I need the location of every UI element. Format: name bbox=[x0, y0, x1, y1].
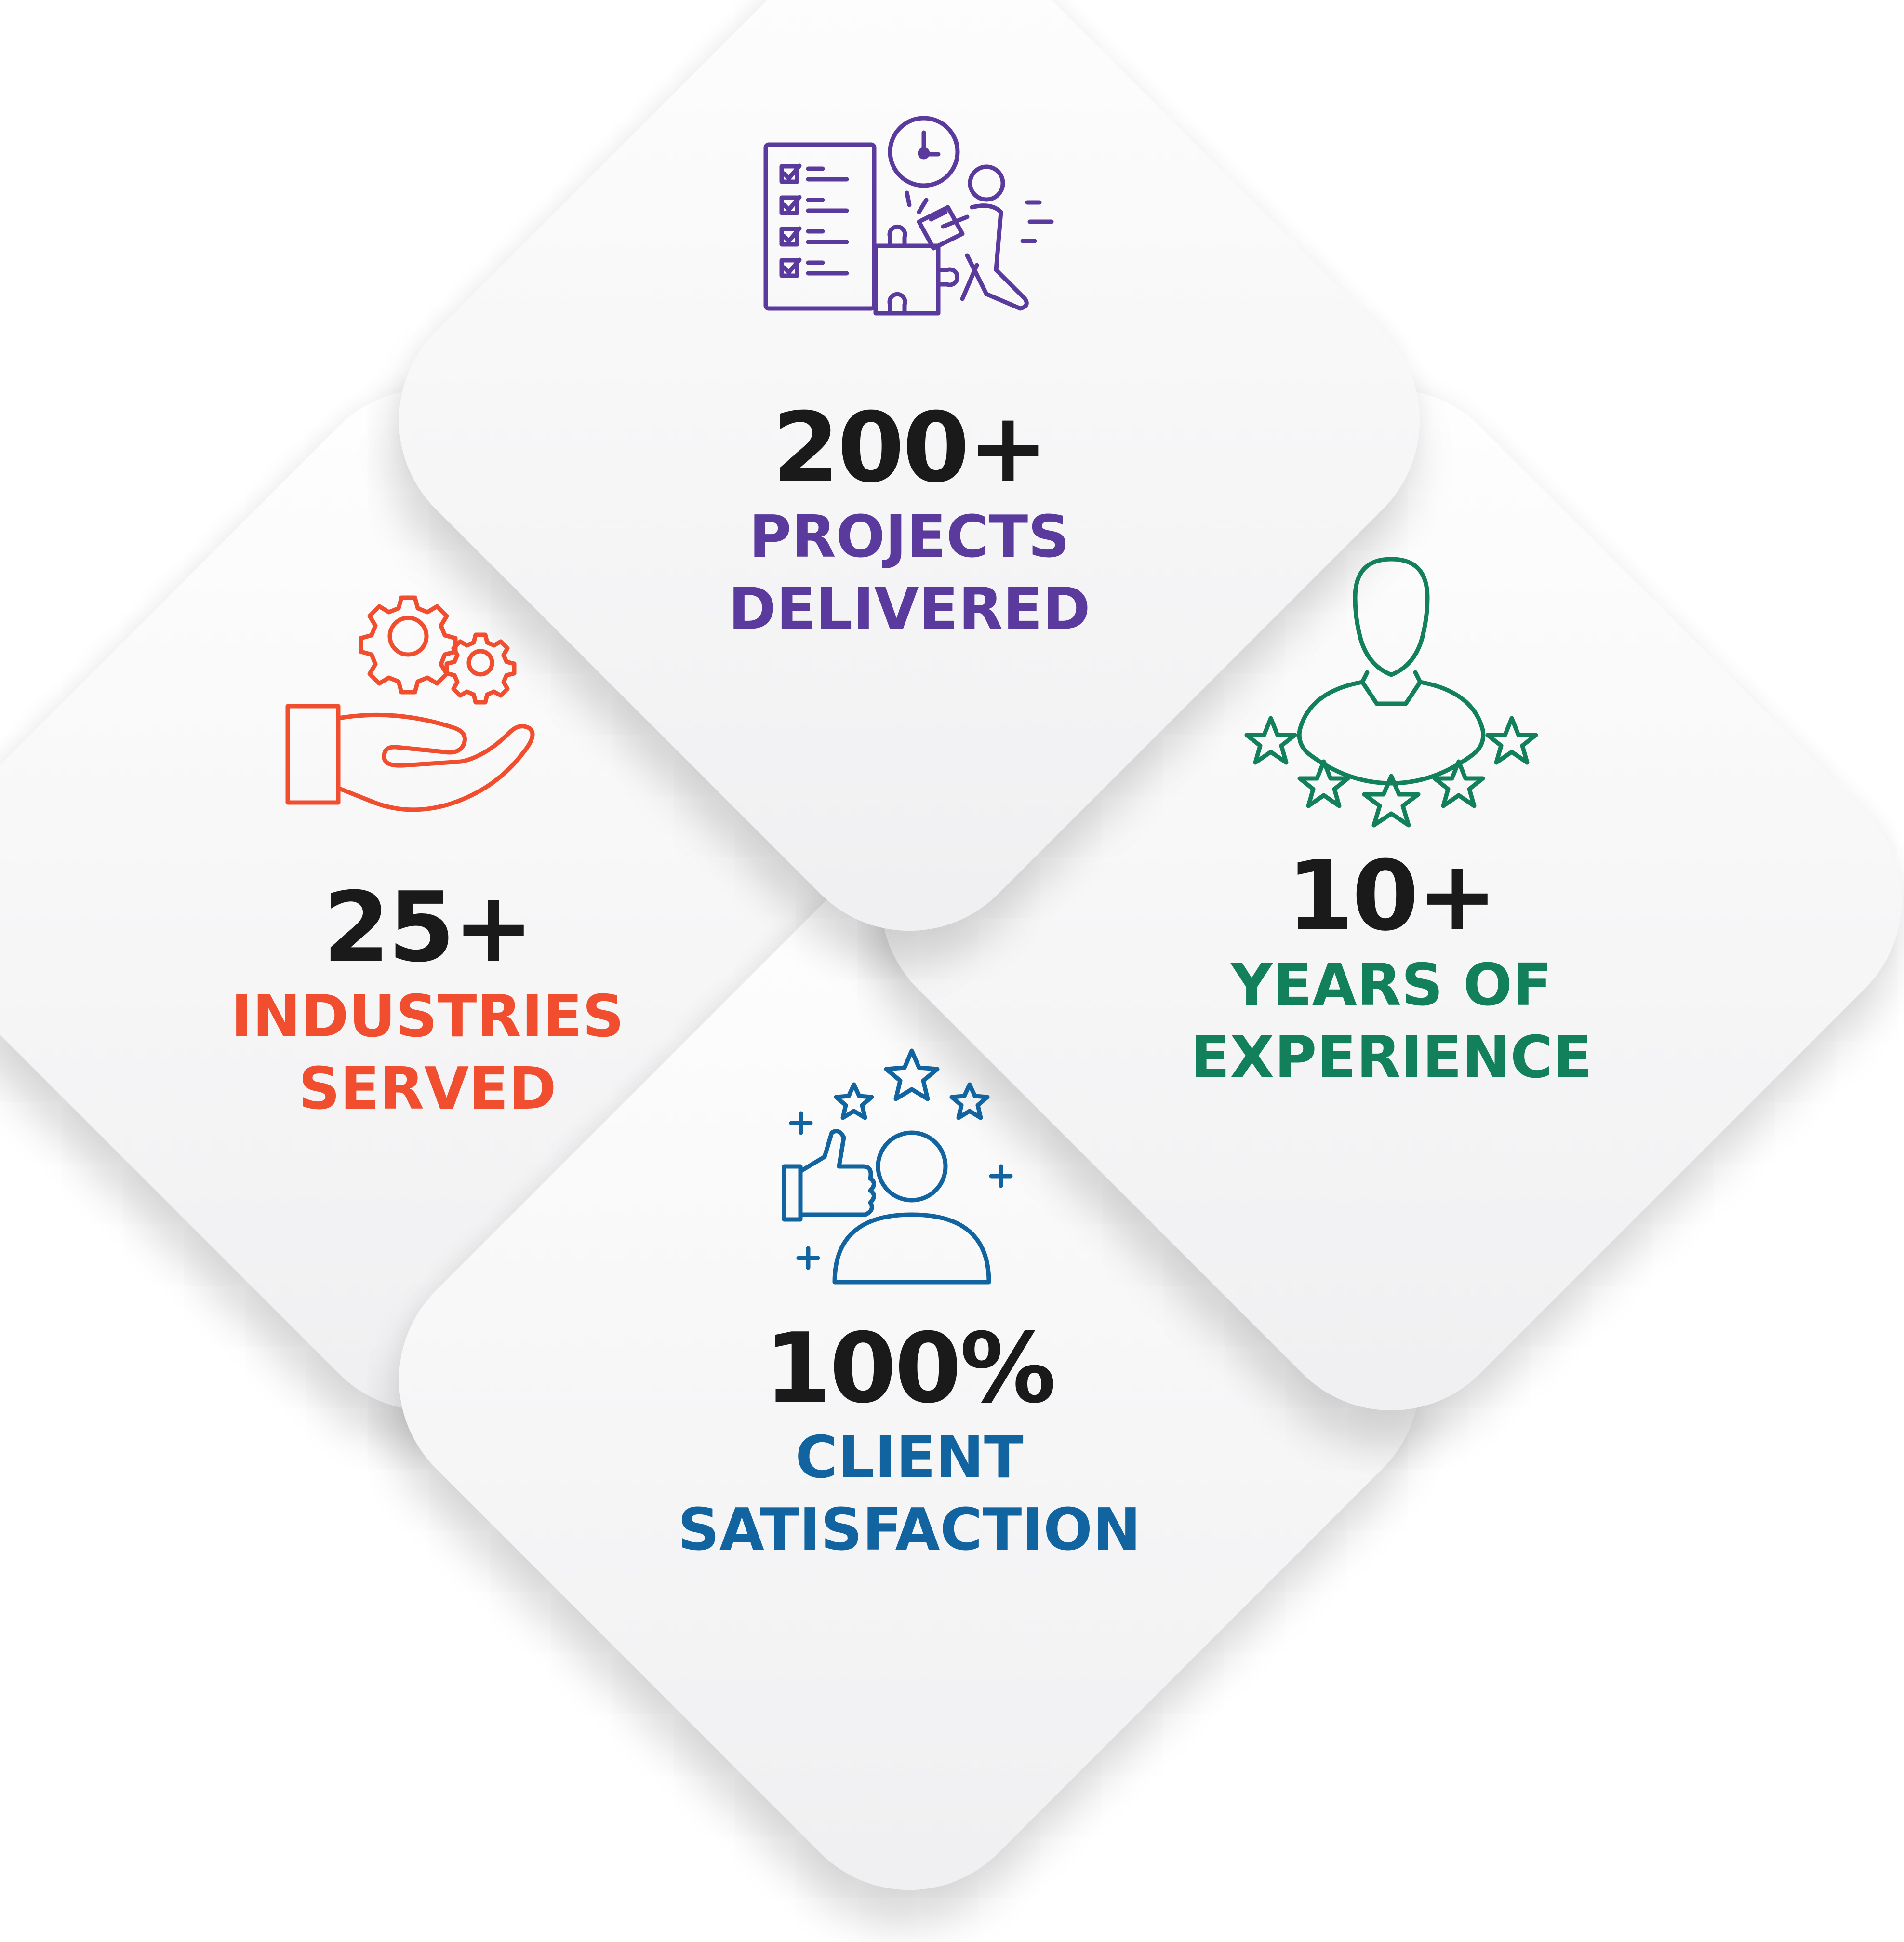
industries-value: 25+ bbox=[323, 871, 534, 984]
person-stars-icon bbox=[1244, 557, 1538, 828]
satisfaction-value: 100% bbox=[764, 1313, 1056, 1425]
project-checklist-puzzle-icon bbox=[763, 116, 1054, 316]
hand-gears-icon bbox=[285, 595, 535, 812]
experience-label-line2: EXPERIENCE bbox=[1190, 1024, 1592, 1091]
experience-value: 10+ bbox=[1287, 840, 1498, 952]
projects-label-line1: PROJECTS bbox=[749, 504, 1070, 571]
stat-projects: 200+ PROJECTS DELIVERED bbox=[476, 111, 1343, 646]
projects-label-line2: DELIVERED bbox=[728, 576, 1091, 643]
stat-industries: 25+ INDUSTRIES SERVED bbox=[0, 590, 861, 1125]
satisfaction-label-line1: CLIENT bbox=[795, 1424, 1024, 1491]
stat-experience: 10+ YEARS OF EXPERIENCE bbox=[958, 549, 1825, 1094]
industries-label-line2: SERVED bbox=[298, 1056, 557, 1123]
stat-satisfaction: 100% CLIENT SATISFACTION bbox=[476, 1046, 1343, 1567]
industries-label-line1: INDUSTRIES bbox=[231, 983, 624, 1050]
experience-label-line1: YEARS OF bbox=[1230, 952, 1552, 1019]
satisfaction-label-line2: SATISFACTION bbox=[678, 1497, 1141, 1564]
projects-value: 200+ bbox=[772, 392, 1048, 504]
thumbs-up-person-stars-icon bbox=[782, 1048, 1013, 1285]
